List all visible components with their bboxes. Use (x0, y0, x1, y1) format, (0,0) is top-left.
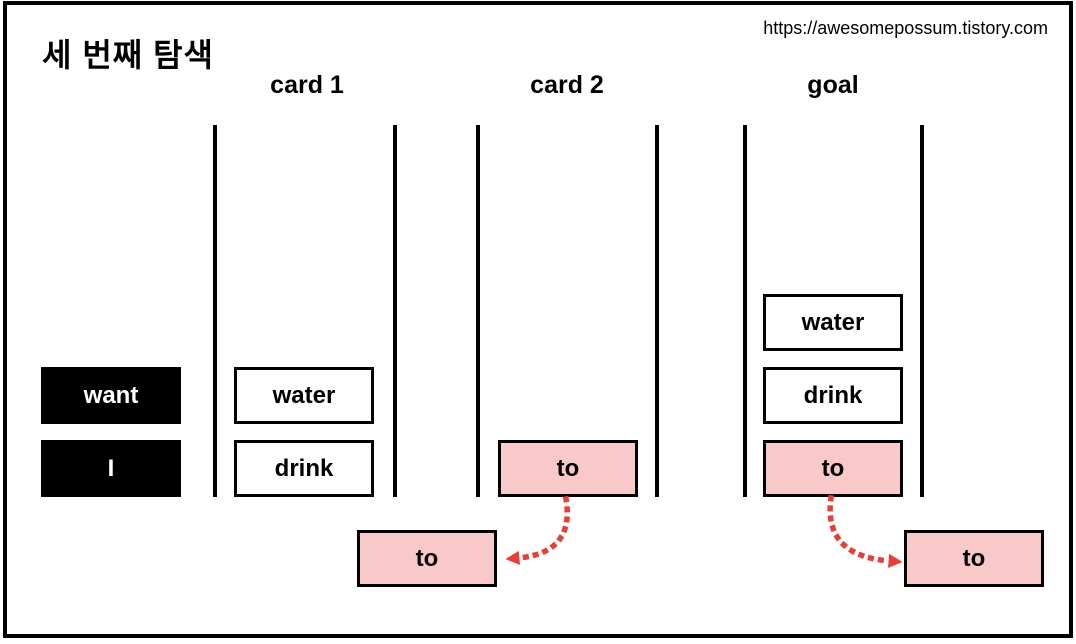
card1-stack-left-wall (213, 125, 217, 497)
card1-stack-card-water: water (234, 367, 374, 424)
card2-stack-left-wall (476, 125, 480, 497)
card1-stack-card-drink: drink (234, 440, 374, 497)
card1-drink-label: drink (274, 454, 334, 482)
hand-card-want: want (41, 367, 181, 424)
goal-drink-label: drink (803, 381, 863, 409)
card1-water-label: water (272, 381, 336, 409)
hand-card-i: I (41, 440, 181, 497)
card2-stack-right-wall (655, 125, 659, 497)
goal-stack-card-to: to (763, 440, 903, 497)
card1-stack-right-wall (393, 125, 397, 497)
stack-label-card1: card 1 (270, 71, 344, 99)
moved-card-to-left: to (357, 530, 497, 587)
goal-water-label: water (801, 308, 865, 336)
canvas-border (3, 1, 1073, 638)
card2-stack-card-to: to (498, 440, 638, 497)
goal-stack-card-drink: drink (763, 367, 903, 424)
hand-card-want-label: want (83, 381, 139, 409)
moved-to-right-label: to (962, 544, 986, 572)
hand-card-i-label: I (107, 454, 115, 482)
watermark-url: https://awesomepossum.tistory.com (763, 18, 1048, 38)
goal-to-label: to (821, 454, 845, 482)
moved-to-left-label: to (415, 544, 439, 572)
goal-stack-left-wall (743, 125, 747, 497)
moved-card-to-right: to (904, 530, 1044, 587)
stack-label-card2: card 2 (530, 71, 604, 99)
goal-stack-right-wall (920, 125, 924, 497)
stack-label-goal: goal (807, 71, 859, 99)
card2-to-label: to (556, 454, 580, 482)
page-title: 세 번째 탐색 (42, 37, 214, 73)
goal-stack-card-water: water (763, 294, 903, 351)
